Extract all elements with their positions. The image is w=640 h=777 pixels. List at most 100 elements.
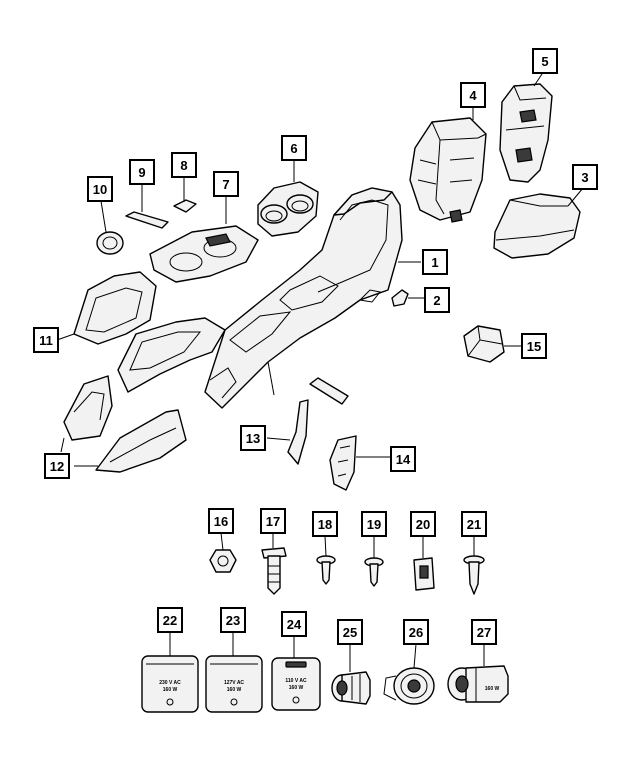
callout-number: 27 [477,625,491,640]
callout-number: 4 [469,88,477,103]
part-14-mount-bracket [329,435,357,491]
callout-5: 5 [532,48,558,74]
callout-box [337,619,363,645]
callout-number: 23 [226,613,240,628]
part-5-hinge-bracket [499,83,553,183]
callout-box [471,619,497,645]
part-12-lower-panel [63,375,187,473]
callout-box [260,508,286,534]
callout-number: 14 [396,452,411,467]
callout-10: 10 [87,176,113,202]
callout-number: 10 [93,182,107,197]
callout-number: 18 [318,517,332,532]
part-6-cup-holder [257,181,319,237]
callout-11: 11 [33,327,59,353]
leader-lines [56,70,584,672]
callout-18: 18 [312,511,338,537]
callout-13: 13 [240,425,266,451]
callout-box [403,619,429,645]
callout-box [461,511,487,537]
part-3-armrest [493,193,581,259]
callout-box [572,164,598,190]
callout-14: 14 [390,446,416,472]
callout-box [208,508,234,534]
callout-box [87,176,113,202]
callout-27: 27 [471,619,497,645]
part-2-clip [391,289,409,307]
callout-number: 11 [39,333,53,348]
callout-12: 12 [44,453,70,479]
callout-box [213,171,239,197]
callout-21: 21 [461,511,487,537]
callout-box [532,48,558,74]
callout-number: 15 [527,339,541,354]
callout-box [410,511,436,537]
callout-3: 3 [572,164,598,190]
outlet-22-voltage: 230 V AC [159,680,181,686]
part-25-socket [331,671,371,705]
callout-24: 24 [281,611,307,637]
callout-4: 4 [460,82,486,108]
part-16-nut [209,549,237,573]
callout-number: 9 [138,165,145,180]
callout-number: 22 [163,613,177,628]
outlet-24-voltage: 110 V AC [285,678,307,684]
callout-17: 17 [260,508,286,534]
callout-8: 8 [171,152,197,178]
callout-15: 15 [521,333,547,359]
callout-number: 1 [431,255,438,270]
callout-box [171,152,197,178]
callout-box [312,511,338,537]
callout-box [33,327,59,353]
callout-1: 1 [422,249,448,275]
callout-box [521,333,547,359]
callout-number: 12 [50,459,64,474]
part-19-screw [364,557,384,587]
callout-box [422,249,448,275]
part-7-bezel [149,225,259,283]
callout-7: 7 [213,171,239,197]
callout-19: 19 [361,511,387,537]
part-13-bracket [287,377,349,465]
part-11-side-trim [73,271,157,345]
callout-box [220,607,246,633]
part-18-screw [316,555,336,585]
callout-9: 9 [129,159,155,185]
callout-box [424,287,450,313]
outlet-24-wattage: 160 W [289,685,304,691]
callout-2: 2 [424,287,450,313]
callout-box [361,511,387,537]
callout-number: 16 [214,514,228,529]
callout-6: 6 [281,135,307,161]
part-20-clip [413,557,435,591]
callout-box [281,135,307,161]
callout-number: 20 [416,517,430,532]
part-9-trim-strip [125,211,169,229]
callout-25: 25 [337,619,363,645]
part-15-module [463,325,505,363]
callout-number: 2 [433,293,440,308]
callout-number: 17 [266,514,280,529]
callout-number: 7 [222,177,229,192]
callout-number: 19 [367,517,381,532]
callout-number: 5 [541,54,548,69]
callout-20: 20 [410,511,436,537]
part-21-push-pin [463,555,485,595]
part-4-storage-bin [409,117,487,223]
callout-23: 23 [220,607,246,633]
part-26-socket [383,667,435,705]
part-1-console-body [204,187,403,409]
callout-number: 6 [290,141,297,156]
part-10-ring-bezel [96,231,124,255]
part-console-lower-trim [117,317,226,393]
callout-number: 13 [246,431,260,446]
part-27-socket: 160 W [447,665,509,703]
callout-26: 26 [403,619,429,645]
callout-number: 3 [581,170,588,185]
part-8-switch [173,199,197,213]
callout-22: 22 [157,607,183,633]
part-22-outlet: 230 V AC 160 W [141,655,199,713]
outlet-23-wattage: 160 W [227,687,242,693]
part-24-outlet: 110 V AC 160 W [271,657,321,711]
callout-box [281,611,307,637]
